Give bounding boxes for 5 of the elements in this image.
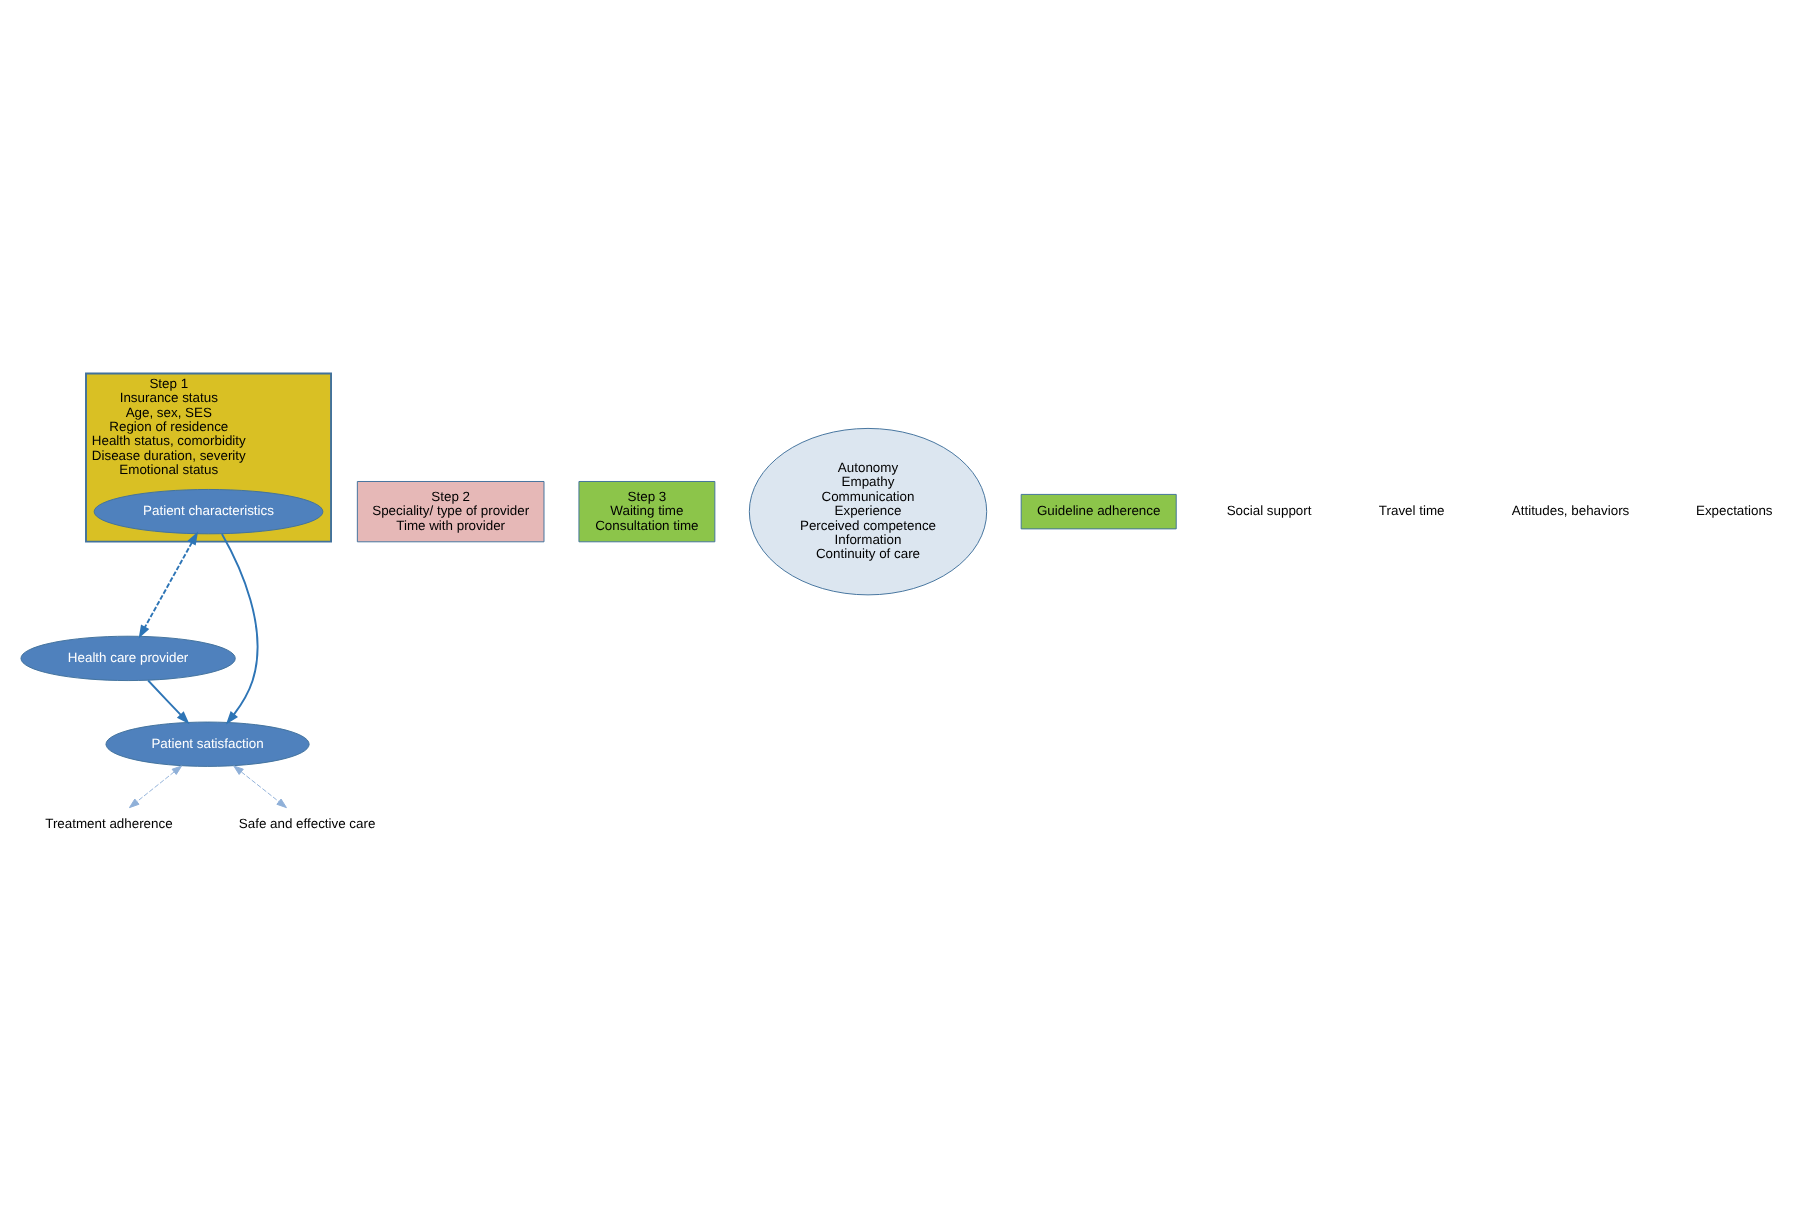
arrow (138, 530, 199, 638)
arrow (128, 764, 183, 808)
arrow (147, 678, 190, 724)
arrow (221, 532, 259, 724)
arrow (233, 764, 287, 808)
